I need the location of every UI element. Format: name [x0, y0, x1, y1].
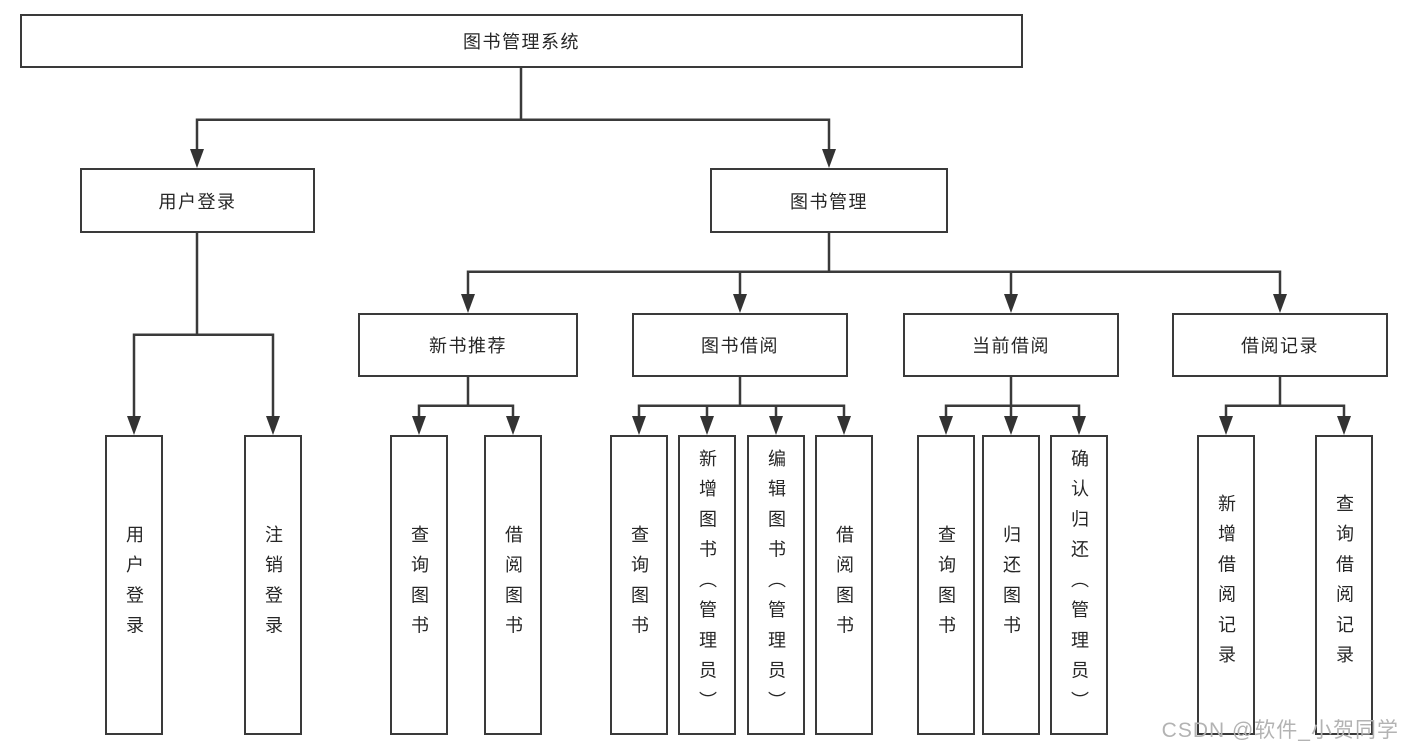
leaf-current-confirm-return-admin: 确认归还（管理员） — [1050, 435, 1108, 735]
connector-root-to-level2 — [195, 68, 831, 151]
leaf-borrowing-query-books: 查询图书 — [610, 435, 668, 735]
node-book-borrowing: 图书借阅 — [632, 313, 848, 377]
connector-bookmgmt-to-level3 — [466, 233, 1282, 296]
connector-borrow-to-leaves — [637, 377, 846, 418]
leaf-borrowing-add-books-admin: 新增图书（管理员） — [678, 435, 736, 735]
leaf-current-query-books: 查询图书 — [917, 435, 975, 735]
leaf-recommend-query-books: 查询图书 — [390, 435, 448, 735]
leaf-logout: 注销登录 — [244, 435, 302, 735]
node-borrowing-records: 借阅记录 — [1172, 313, 1388, 377]
arrowheads — [127, 149, 1351, 435]
node-user-login-module: 用户登录 — [80, 168, 315, 233]
leaf-borrowing-borrow-books: 借阅图书 — [815, 435, 873, 735]
connector-current-to-leaves — [944, 377, 1081, 418]
leaf-records-add-record: 新增借阅记录 — [1197, 435, 1255, 735]
connector-recommend-to-leaves — [417, 377, 515, 418]
node-book-management-module: 图书管理 — [710, 168, 948, 233]
leaf-current-return-books: 归还图书 — [982, 435, 1040, 735]
node-root-system: 图书管理系统 — [20, 14, 1023, 68]
connector-records-to-leaves — [1224, 377, 1346, 418]
leaf-user-login: 用户登录 — [105, 435, 163, 735]
node-current-borrowing: 当前借阅 — [903, 313, 1119, 377]
leaf-borrowing-edit-books-admin: 编辑图书（管理员） — [747, 435, 805, 735]
leaf-records-query-record: 查询借阅记录 — [1315, 435, 1373, 735]
leaf-recommend-borrow-books: 借阅图书 — [484, 435, 542, 735]
connector-userlogin-to-leaves — [132, 233, 275, 418]
node-new-book-recommend: 新书推荐 — [358, 313, 578, 377]
csdn-watermark: CSDN @软件_小贺同学 — [1161, 719, 1399, 742]
